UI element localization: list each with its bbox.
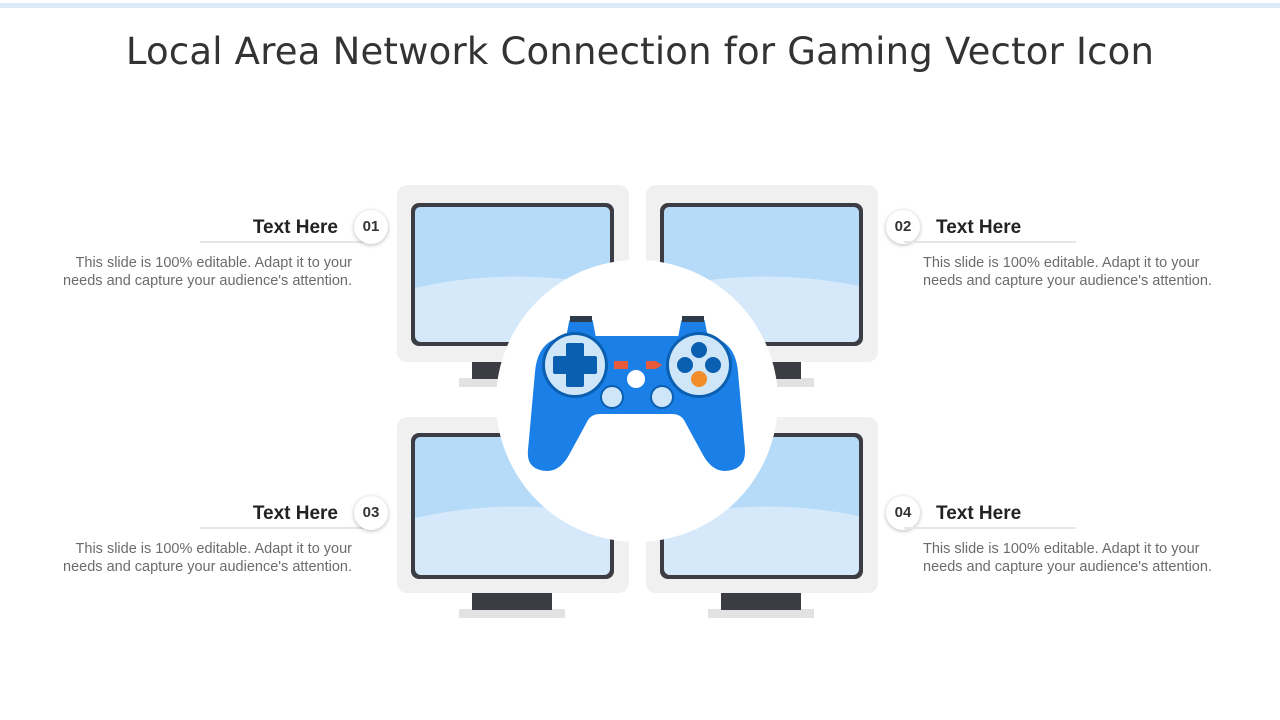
- item-04-heading: Text Here: [936, 503, 1022, 524]
- item-04-number-badge: 04: [886, 496, 920, 530]
- top-accent-bar: [0, 3, 1280, 8]
- item-04-description: This slide is 100% editable. Adapt it to…: [923, 541, 1212, 575]
- item-02-divider: [904, 241, 1076, 243]
- item-03-description: This slide is 100% editable. Adapt it to…: [63, 541, 352, 575]
- item-01-number-badge: 01: [354, 210, 388, 244]
- gamepad-icon: [527, 316, 746, 471]
- item-03-number-badge: 03: [354, 496, 388, 530]
- item-03-heading: Text Here: [252, 503, 338, 524]
- item-01-description: This slide is 100% editable. Adapt it to…: [63, 255, 352, 289]
- item-02-heading: Text Here: [936, 217, 1022, 238]
- item-04-divider: [904, 527, 1076, 529]
- item-02-description: This slide is 100% editable. Adapt it to…: [923, 255, 1212, 289]
- item-01-divider: [200, 241, 372, 243]
- item-01-heading: Text Here: [252, 217, 338, 238]
- slide-title: Local Area Network Connection for Gaming…: [125, 30, 1155, 73]
- item-03-divider: [200, 527, 372, 529]
- item-02-number-badge: 02: [886, 210, 920, 244]
